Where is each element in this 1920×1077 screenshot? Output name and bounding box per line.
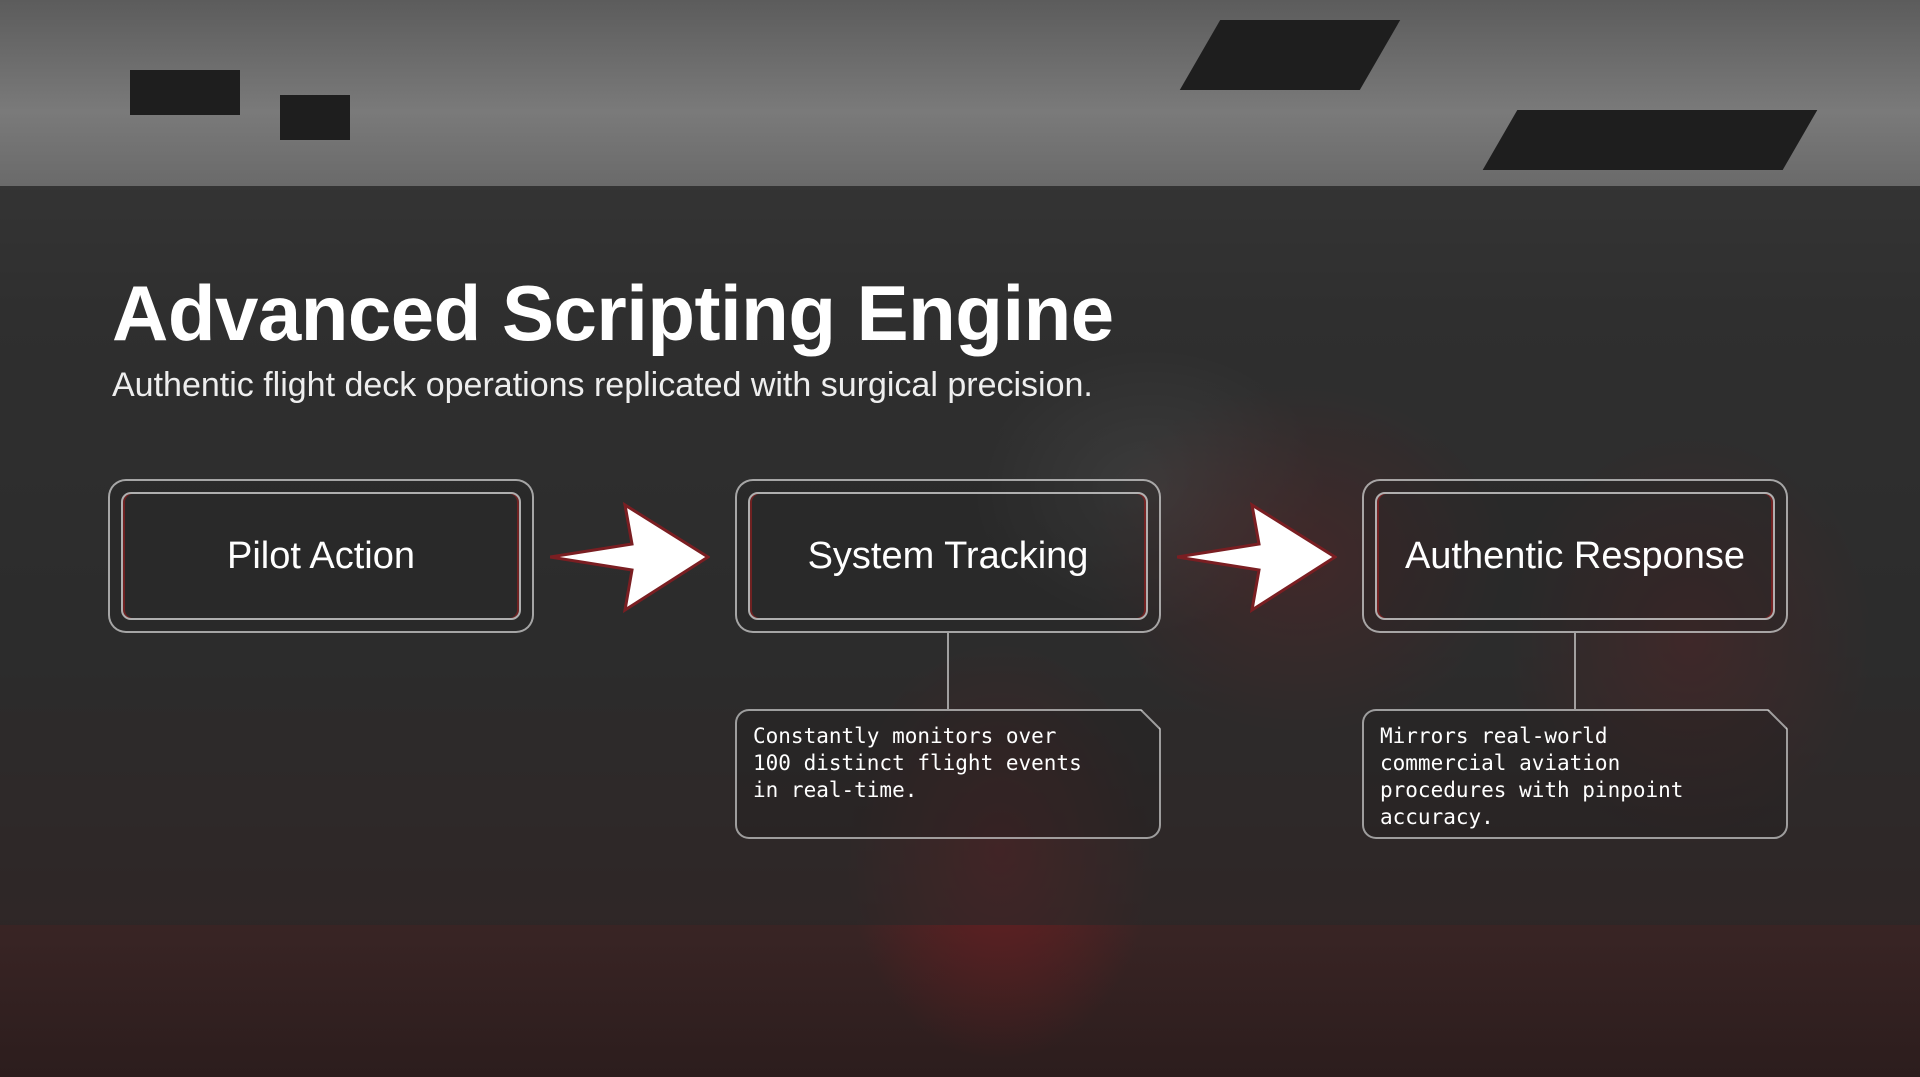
connector-line xyxy=(947,633,949,709)
step-label: System Tracking xyxy=(748,492,1148,620)
page-title: Advanced Scripting Engine xyxy=(112,269,1114,357)
step-label: Pilot Action xyxy=(121,492,521,620)
step-pilot-action: Pilot Action xyxy=(108,479,534,633)
page-subtitle: Authentic flight deck operations replica… xyxy=(112,366,1093,404)
step-label: Authentic Response xyxy=(1375,492,1775,620)
arrow-right-icon xyxy=(550,501,710,614)
step-system-tracking: System Tracking xyxy=(735,479,1161,633)
notch-corner xyxy=(1767,709,1788,730)
step-authentic-response: Authentic Response xyxy=(1362,479,1788,633)
overlay-panel xyxy=(0,186,1920,925)
notch-corner xyxy=(1140,709,1161,730)
connector-line xyxy=(1574,633,1576,709)
authentic-response-description: Mirrors real-world commercial aviation p… xyxy=(1362,709,1788,839)
background-cabin-ceiling xyxy=(0,0,1920,186)
arrow-right-icon xyxy=(1177,501,1337,614)
system-tracking-description: Constantly monitors over 100 distinct fl… xyxy=(735,709,1161,839)
